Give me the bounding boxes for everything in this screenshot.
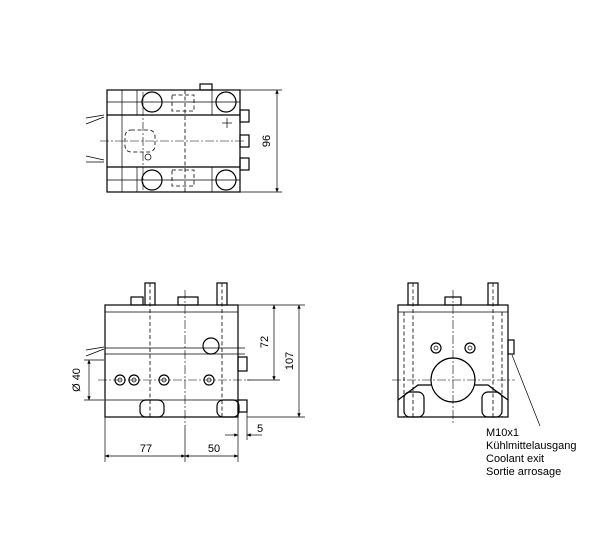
bolt-circle [141,91,163,113]
dim-diameter-40: Ø 40 [71,368,83,392]
coolant-callout: M10x1 Kühlmittelausgang Coolant exit Sor… [486,427,577,478]
front-view: 72 107 Ø 40 77 50 5 [71,282,305,462]
dim-72: 72 [259,336,271,348]
callout-german: Kühlmittelausgang [486,440,577,452]
dim-107: 107 [284,352,296,370]
dim-50: 50 [208,443,220,455]
bolt-circle [141,169,163,191]
dim-5: 5 [257,423,263,435]
bolt-circle [215,169,237,191]
callout-french: Sortie arrosage [486,466,561,478]
bolt-circle [215,91,237,113]
coolant-exit-port [507,339,515,355]
top-view: 96 [85,83,282,193]
callout-thread: M10x1 [486,427,519,439]
dim-77: 77 [140,443,152,455]
callout-english: Coolant exit [486,453,544,465]
dim-96: 96 [261,135,273,147]
side-view [392,282,541,427]
bore-circle [430,357,476,403]
